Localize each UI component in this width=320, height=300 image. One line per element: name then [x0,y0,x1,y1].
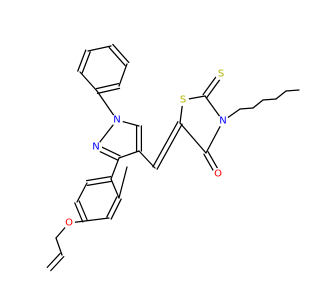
bond-a5-a6 [110,198,122,220]
bond-d4-d5 [275,90,287,100]
bond-a1-a2 [85,176,112,182]
bond-a4-a5 [84,217,110,222]
atom-o-carbonyl: O [212,168,224,180]
bond-a1-a2 [86,180,113,186]
bond-a2-a3 [76,182,88,203]
atom-s-thione: S [215,68,227,80]
bond-layer [46,43,300,272]
bond-p3-p4 [87,45,112,52]
bond-a3-a4 [78,200,88,221]
bond-al2-al3 [46,252,61,268]
atom-n-pyrazole-2-label: N [92,142,99,153]
bond-a3-a4 [74,202,84,223]
bond-al2-al3 [50,256,65,272]
bond-d3-d4 [262,98,277,101]
atom-n-pyrazole-2: N [90,141,102,153]
atom-n-pyrazole-1-label: N [113,115,120,126]
bond-a6-a1 [110,178,120,199]
bond-p4-p5 [108,46,126,67]
bond-cm-c5r [156,123,183,170]
molecule-structure: N N S S N O O [46,43,300,272]
bond-p2-p3 [81,51,91,74]
bond-p6-p1 [95,83,120,90]
bond-p1-p2 [79,71,98,92]
bond-cm-c5r [152,121,179,168]
atom-n-ring: N [217,115,229,127]
bond-p5-p6 [118,63,128,87]
bond-p4-p5 [112,43,130,64]
bond-a6-me [118,166,128,199]
atom-s-thione-label: S [218,69,224,80]
bond-d2-d3 [252,99,264,109]
bond-al1-al2 [55,237,63,256]
bond-n3-c4r [205,120,224,154]
atom-n-ring-label: N [219,116,226,127]
bond-p2-p3 [77,49,87,72]
atom-o-ether: O [63,217,75,229]
atom-n-pyrazole-1: N [111,114,123,126]
bond-p6-p1 [96,87,121,94]
bond-d1-d2 [239,107,254,110]
atom-label-layer: N N S S N O O [63,68,229,229]
atom-o-ether-label: O [65,218,73,229]
bond-d5-d6 [285,89,300,92]
atom-s-ring-label: S [180,95,186,106]
bond-c4-cm [138,150,156,169]
atom-s-ring: S [177,94,189,106]
bond-c4r-c5r [179,122,207,154]
bond-a5-a6 [106,196,118,218]
bond-c4-c3 [118,150,140,159]
atom-o-carbonyl-label: O [214,169,222,180]
bond-c3-a1 [110,157,120,180]
